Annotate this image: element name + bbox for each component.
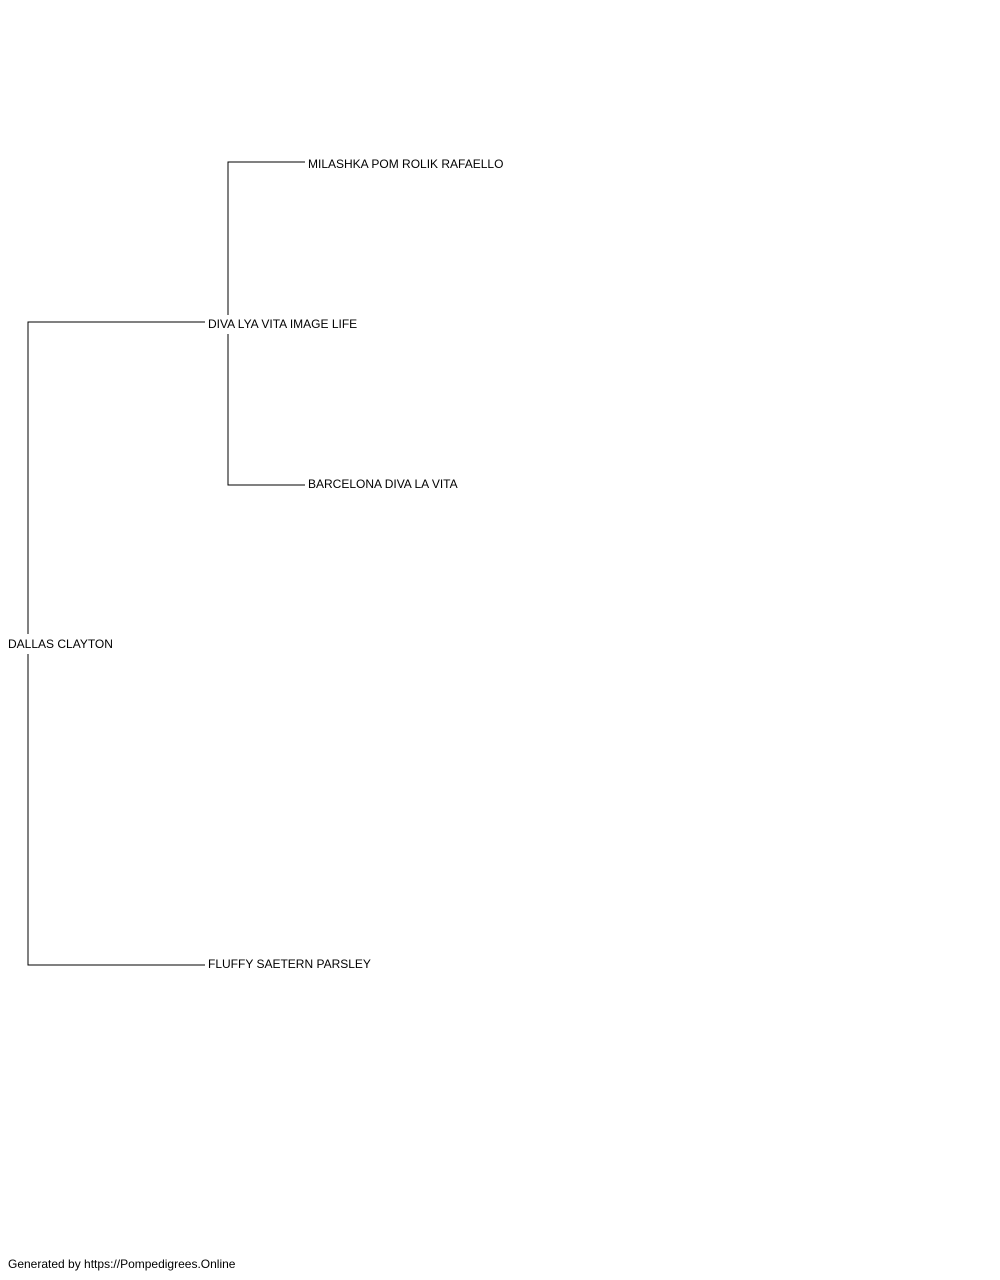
paternal-granddam-name[interactable]: BARCELONA DIVA LA VITA bbox=[308, 477, 458, 491]
subject-name[interactable]: DALLAS CLAYTON bbox=[8, 637, 113, 651]
paternal-grandsire-name[interactable]: MILASHKA POM ROLIK RAFAELLO bbox=[308, 157, 503, 171]
dam-name[interactable]: FLUFFY SAETERN PARSLEY bbox=[208, 957, 371, 971]
footer-generated-by: Generated by https://Pompedigrees.Online bbox=[8, 1257, 236, 1271]
connector-sire-to-paternal-granddam bbox=[227, 334, 305, 486]
connector-subject-to-sire bbox=[27, 321, 205, 634]
connector-sire-to-paternal-grandsire bbox=[227, 161, 305, 315]
sire-name[interactable]: DIVA LYA VITA IMAGE LIFE bbox=[208, 317, 357, 331]
connector-subject-to-dam bbox=[27, 654, 205, 966]
